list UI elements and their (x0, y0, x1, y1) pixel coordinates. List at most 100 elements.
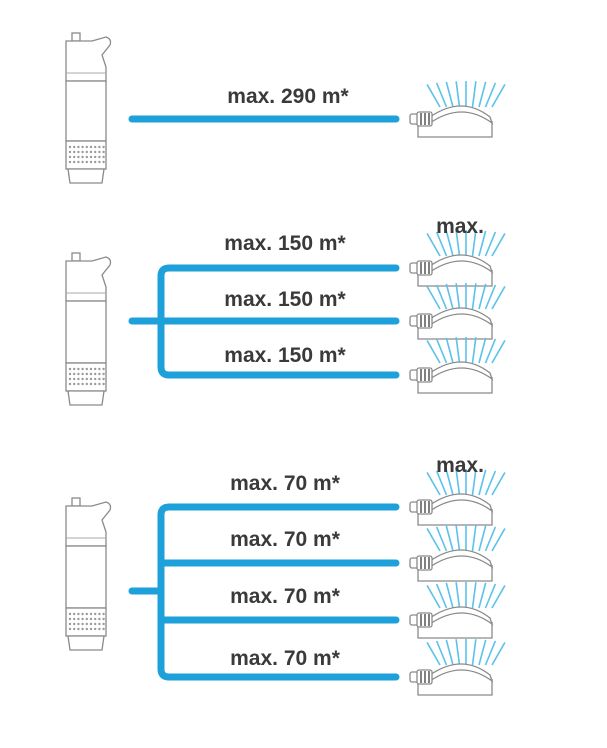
water-spray (484, 284, 497, 310)
pump-strainer-hole (73, 382, 76, 386)
water-spray (491, 340, 506, 364)
water-spray (471, 337, 477, 364)
pump-strainer-hole (89, 617, 93, 621)
hose-length-label: max. 150 m* (224, 288, 346, 311)
pump-strainer-hole (73, 145, 76, 149)
pump-strainer-hole (94, 145, 97, 149)
sprinkler-base (417, 565, 493, 582)
water-spray (455, 469, 461, 496)
pump-strainer-hole (68, 612, 72, 616)
pump-strainer-hole (89, 150, 93, 154)
pump-strainer-hole (98, 617, 101, 621)
pump-strainer-hole (77, 150, 80, 154)
pump-strainer-hole (98, 627, 101, 631)
pump-strainer-hole (77, 145, 80, 149)
pump-strainer-hole (89, 160, 93, 164)
pump-strainer-hole (98, 160, 101, 164)
pump-body (65, 545, 107, 609)
sprinkler-arc (429, 105, 494, 125)
water-spray (445, 582, 454, 609)
max-sprinklers-label: max. (436, 454, 484, 477)
pump-strainer-hole (77, 372, 80, 376)
hose-length-label: max. 150 m* (224, 232, 346, 255)
pump-strainer-hole (102, 617, 105, 621)
pump-strainer-hole (77, 627, 80, 631)
pump-strainer-hole (81, 382, 84, 386)
water-spray (445, 469, 454, 496)
water-spray (435, 338, 448, 364)
water-spray (484, 640, 497, 666)
pump-strainer-hole (68, 627, 72, 631)
pump-strainer (65, 607, 107, 637)
pump-strainer-hole (98, 382, 101, 386)
water-spray (455, 582, 461, 609)
hose-length-label: max. 70 m* (230, 528, 341, 551)
pump-strainer-hole (85, 155, 88, 159)
water-spray (478, 230, 487, 257)
pump-strainer-hole (81, 145, 84, 149)
pump-cap (71, 497, 81, 507)
water-spray (455, 337, 461, 364)
water-spray (455, 639, 461, 666)
water-spray (478, 639, 487, 666)
water-spray (426, 642, 441, 666)
pump-strainer (65, 362, 107, 392)
pump-strainer-hole (102, 612, 105, 616)
pump-strainer-hole (94, 622, 97, 626)
pump-strainer-hole (81, 612, 84, 616)
sprinkler-base (417, 121, 493, 138)
sprinkler-base (417, 622, 493, 639)
pump-strainer-hole (77, 155, 80, 159)
pump-strainer-hole (77, 612, 80, 616)
pump-foot (67, 390, 105, 406)
pump-strainer-hole (73, 377, 76, 381)
water-spray (455, 525, 461, 552)
pump-strainer-hole (89, 155, 93, 159)
water-spray (484, 470, 497, 496)
pump-strainer (65, 140, 107, 170)
pump-strainer-hole (98, 150, 101, 154)
pump-strainer-hole (73, 622, 76, 626)
water-spray (471, 81, 477, 108)
water-spray (471, 525, 477, 552)
pump-strainer-hole (85, 622, 88, 626)
water-spray (455, 81, 461, 108)
pump-strainer-hole (94, 617, 97, 621)
pump-strainer-hole (98, 377, 101, 381)
pump-strainer-hole (85, 612, 88, 616)
sprinkler-arc (429, 307, 494, 327)
pump-strainer-hole (73, 372, 76, 376)
pump-strainer-hole (81, 372, 84, 376)
water-spray (426, 233, 441, 257)
pump-strainer-hole (68, 145, 72, 149)
water-spray (478, 81, 487, 108)
water-spray (435, 284, 448, 310)
sprinkler-base (417, 679, 493, 696)
sprinkler-base (417, 323, 493, 340)
water-spray (445, 337, 454, 364)
pump-strainer-hole (73, 155, 76, 159)
pump-strainer-hole (81, 622, 84, 626)
pump-strainer-hole (89, 612, 93, 616)
pump-strainer-hole (73, 627, 76, 631)
pump-strainer-hole (102, 367, 105, 371)
pump-strainer-hole (73, 160, 76, 164)
water-spray (491, 528, 506, 552)
pump-strainer-hole (81, 150, 84, 154)
pump-strainer-hole (94, 377, 97, 381)
water-spray (484, 338, 497, 364)
pump-strainer-hole (94, 155, 97, 159)
water-spray (491, 233, 506, 257)
pump-strainer-hole (81, 160, 84, 164)
pump-strainer-hole (102, 145, 105, 149)
water-spray (426, 286, 441, 310)
pump-strainer-hole (85, 145, 88, 149)
water-spray (491, 472, 506, 496)
water-spray (435, 583, 448, 609)
pump-strainer-hole (77, 382, 80, 386)
pump-strainer-hole (89, 622, 93, 626)
pump-cap (71, 252, 81, 262)
pump-strainer-hole (77, 160, 80, 164)
oscillating-sprinkler-icon (409, 283, 506, 340)
pump-strainer-hole (77, 617, 80, 621)
